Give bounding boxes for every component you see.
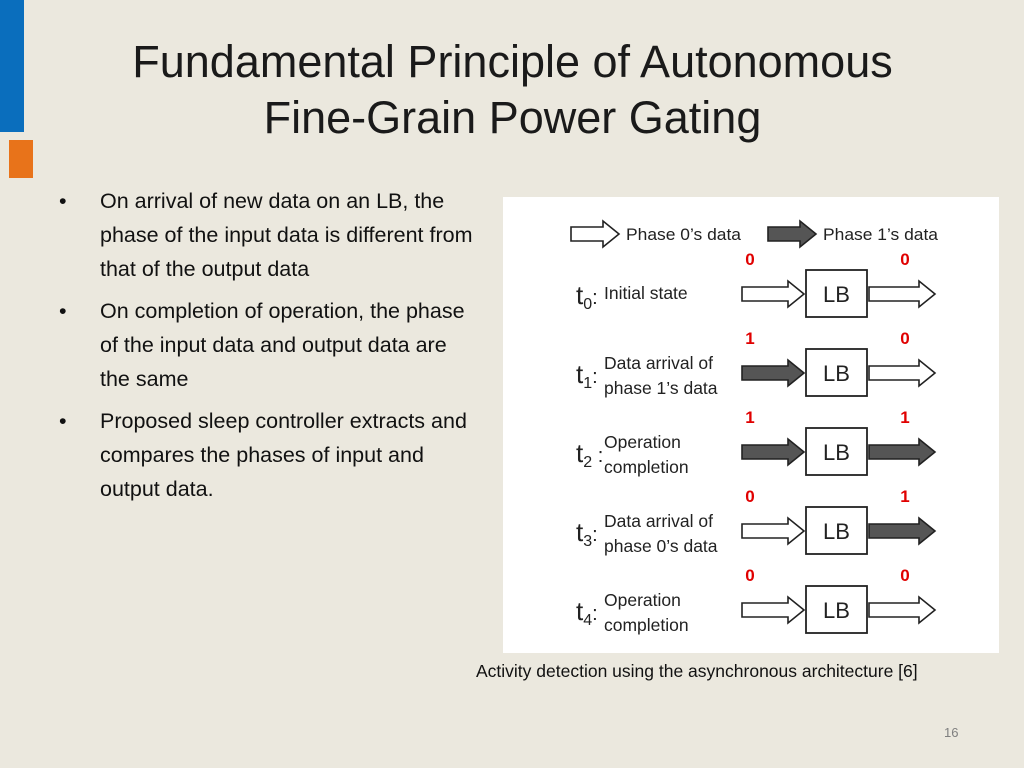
accent-bar-orange	[9, 140, 33, 178]
output-phase-value: 0	[900, 329, 909, 348]
time-label: t4:	[576, 596, 598, 629]
slide-title: Fundamental Principle of Autonomous Fine…	[40, 34, 985, 146]
logic-block-label: LB	[823, 282, 850, 307]
time-label: t3:	[576, 517, 598, 550]
logic-block-label: LB	[823, 440, 850, 465]
bullet-text: Proposed sleep controller extracts and c…	[100, 409, 467, 501]
row-description-line2: phase 1’s data	[604, 378, 718, 398]
row-description-line1: Data arrival of	[604, 511, 713, 531]
row-description-line1: Operation	[604, 590, 681, 610]
logic-block-label: LB	[823, 361, 850, 386]
input-phase-value: 0	[745, 487, 754, 506]
input-phase-value: 1	[745, 329, 754, 348]
legend-phase0-arrow	[570, 219, 621, 249]
output-phase-value: 0	[900, 566, 909, 585]
output-data-arrow	[868, 279, 937, 309]
legend-phase0-label: Phase 0’s data	[626, 225, 742, 244]
bullet-text: On arrival of new data on an LB, the pha…	[100, 189, 473, 281]
accent-bar-blue	[0, 0, 24, 132]
figure-caption: Activity detection using the asynchronou…	[476, 661, 918, 681]
input-data-arrow	[741, 595, 806, 625]
title-line-1: Fundamental Principle of Autonomous	[132, 36, 893, 87]
bullet-marker: •	[59, 299, 67, 323]
logic-block-label: LB	[823, 519, 850, 544]
row-description-line2: phase 0’s data	[604, 536, 718, 556]
logic-block	[805, 585, 868, 634]
logic-block	[805, 427, 868, 476]
output-data-arrow	[868, 437, 937, 467]
output-data-arrow	[868, 516, 937, 546]
row-description-line2: completion	[604, 615, 689, 635]
legend-phase1-arrow	[767, 219, 818, 249]
time-label: t2 :	[576, 438, 603, 471]
output-phase-value: 1	[900, 487, 909, 506]
input-data-arrow	[741, 516, 806, 546]
bullet-text: On completion of operation, the phase of…	[100, 299, 465, 391]
output-phase-value: 1	[900, 408, 909, 427]
legend-phase1-label: Phase 1’s data	[823, 225, 939, 244]
time-label: t0:	[576, 280, 598, 313]
output-data-arrow	[868, 595, 937, 625]
bullet-marker: •	[59, 189, 67, 213]
row-description-line1: Operation	[604, 432, 681, 452]
row-description-line1: Data arrival of	[604, 353, 713, 373]
input-data-arrow	[741, 279, 806, 309]
row-description-line2: completion	[604, 457, 689, 477]
logic-block-label: LB	[823, 598, 850, 623]
phase-diagram: Phase 0’s data Phase 1’s data t0: Initial s…	[570, 219, 939, 635]
bullet-item: • On completion of operation, the phase …	[57, 294, 477, 396]
bullet-item: • Proposed sleep controller extracts and…	[57, 404, 477, 506]
logic-block	[805, 269, 868, 318]
time-label: t1:	[576, 359, 598, 392]
bullet-marker: •	[59, 409, 67, 433]
output-data-arrow	[868, 358, 937, 388]
input-phase-value: 1	[745, 408, 754, 427]
output-phase-value: 0	[900, 250, 909, 269]
row-description-line1: Initial state	[604, 283, 688, 303]
bullet-list: • On arrival of new data on an LB, the p…	[57, 184, 477, 514]
input-phase-value: 0	[745, 250, 754, 269]
activity-detection-figure: Phase 0’s data Phase 1’s data t0: Initial s…	[503, 197, 999, 653]
input-data-arrow	[741, 437, 806, 467]
logic-block	[805, 348, 868, 397]
page-number: 16	[944, 725, 959, 740]
input-phase-value: 0	[745, 566, 754, 585]
bullet-item: • On arrival of new data on an LB, the p…	[57, 184, 477, 286]
input-data-arrow	[741, 358, 806, 388]
logic-block	[805, 506, 868, 555]
title-line-2: Fine-Grain Power Gating	[263, 92, 762, 143]
